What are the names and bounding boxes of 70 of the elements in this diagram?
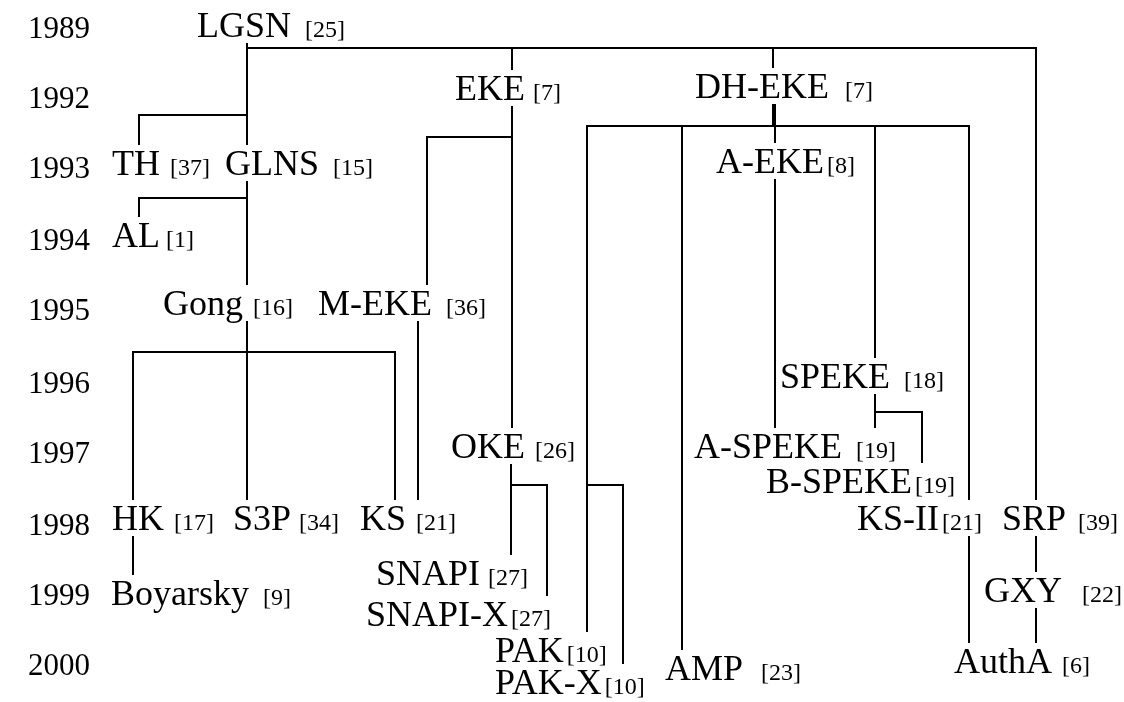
protocol-name: AMP — [665, 648, 744, 688]
citation-ref: [16] — [253, 294, 293, 320]
citation-ref: [26] — [535, 437, 575, 463]
connector-line — [417, 320, 419, 501]
protocol-name: AuthA — [954, 641, 1052, 681]
protocol-name: LGSN — [197, 5, 291, 45]
citation-ref: [27] — [511, 605, 551, 631]
protocol-name: KS — [360, 498, 407, 538]
citation-ref: [7] — [533, 79, 561, 105]
year-label: 1995 — [28, 292, 90, 328]
citation-ref: [22] — [1082, 581, 1122, 607]
citation-ref: [9] — [263, 584, 291, 610]
year-label: 1996 — [28, 365, 90, 401]
citation-ref: [17] — [174, 509, 214, 535]
protocol-name: OKE — [451, 426, 525, 466]
citation-ref: [8] — [826, 152, 855, 178]
protocol-name: SRP — [1002, 498, 1067, 538]
protocol-name: SPEKE — [780, 356, 891, 396]
citation-ref: [25] — [305, 16, 345, 42]
citation-ref: [34] — [299, 509, 340, 535]
protocol-name: M-EKE — [318, 283, 432, 323]
protocol-name: Boyarsky — [111, 573, 249, 613]
protocol-name: S3P — [233, 498, 292, 538]
year-label: 1998 — [28, 507, 90, 543]
protocol-name: HK — [112, 498, 164, 538]
citation-ref: [10] — [566, 641, 607, 667]
citation-ref: [23] — [761, 659, 801, 685]
connector-line — [246, 42, 1037, 501]
citation-ref: [6] — [1062, 652, 1090, 678]
connector-line — [246, 320, 396, 501]
connector-line — [774, 103, 776, 144]
year-label: 1997 — [28, 435, 90, 471]
citation-ref: [27] — [488, 564, 528, 590]
citation-ref: [36] — [446, 294, 486, 320]
citation-ref: [39] — [1078, 509, 1119, 535]
citation-ref: [19] — [856, 437, 896, 463]
protocol-name: AL — [112, 215, 160, 255]
connector-line — [968, 535, 970, 644]
protocol-name: KS-II — [857, 498, 939, 538]
year-label: 1989 — [28, 10, 90, 46]
citation-ref: [37] — [170, 154, 210, 180]
connector-line — [511, 105, 513, 429]
citation-ref: [15] — [333, 154, 373, 180]
citation-ref: [19] — [915, 472, 955, 498]
protocol-name: Gong — [163, 283, 243, 323]
protocol-name: TH — [112, 143, 160, 183]
year-label: 1994 — [28, 222, 90, 258]
protocol-name: DH-EKE — [695, 66, 829, 106]
citation-ref: [7] — [844, 77, 873, 103]
citation-ref: [10] — [604, 673, 645, 699]
connector-line — [874, 393, 923, 464]
protocol-name: SNAPI — [376, 553, 481, 593]
connector-line — [510, 463, 548, 597]
connector-line — [1035, 607, 1037, 644]
protocol-name: A-EKE — [716, 141, 824, 181]
citation-ref: [21] — [942, 509, 982, 535]
year-label: 1993 — [28, 150, 90, 186]
year-label: 1992 — [28, 80, 90, 116]
protocol-name: GLNS — [225, 143, 319, 183]
citation-ref: [21] — [416, 509, 456, 535]
connector-line — [774, 178, 776, 429]
protocol-name: EKE — [455, 68, 525, 108]
connector-line — [246, 180, 248, 286]
protocol-name: GXY — [984, 570, 1062, 610]
citation-ref: [1] — [166, 226, 194, 252]
year-label: 1999 — [28, 577, 90, 613]
citation-ref: [18] — [904, 367, 944, 393]
year-label: 2000 — [28, 647, 90, 683]
connector-line — [1035, 535, 1037, 573]
connector-line — [132, 535, 134, 576]
